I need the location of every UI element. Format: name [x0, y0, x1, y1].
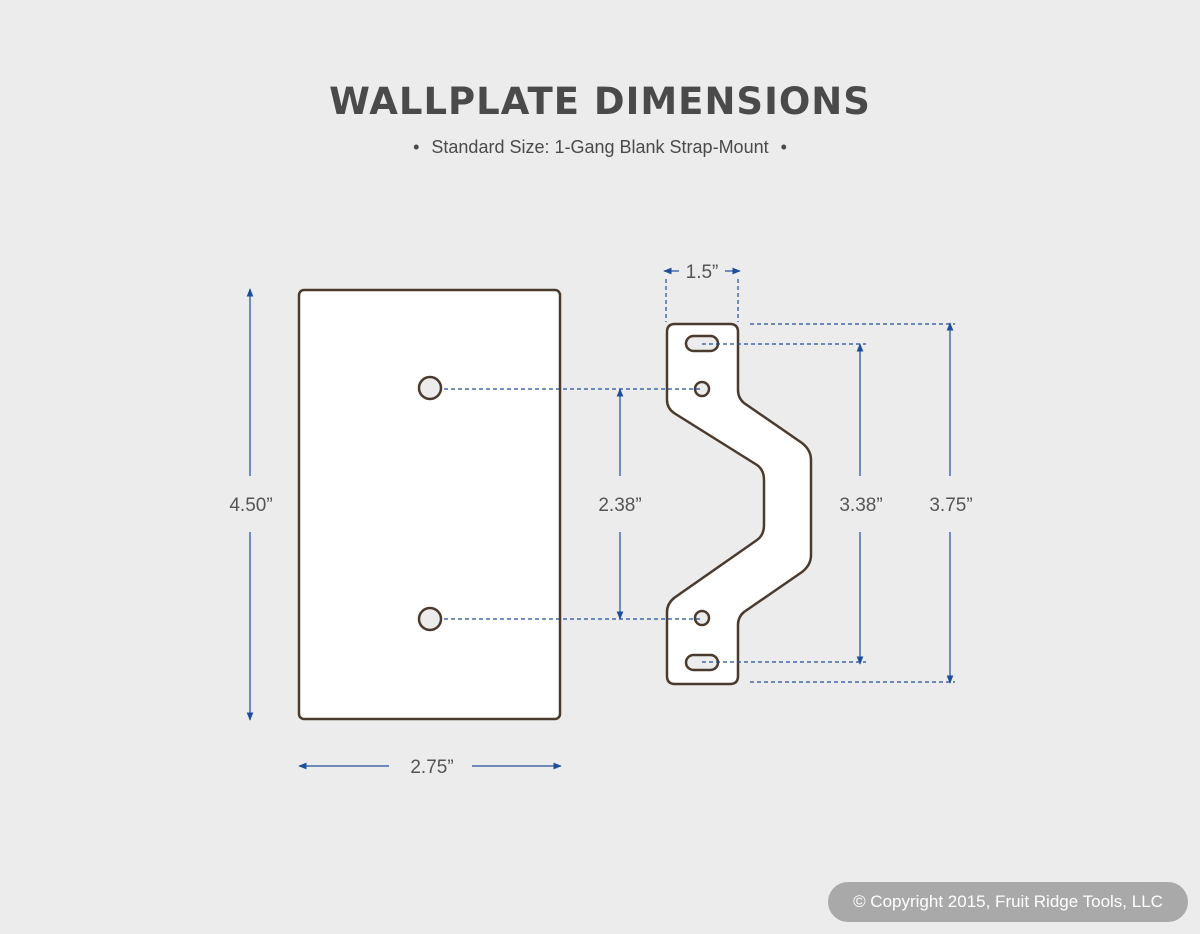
copyright-badge: © Copyright 2015, Fruit Ridge Tools, LLC [828, 882, 1188, 922]
plate-width-label: 2.75” [410, 757, 453, 778]
hole-spacing-label: 2.38” [598, 495, 641, 516]
wallplate-outline [297, 288, 562, 721]
strap-screw-hole-bottom [693, 609, 711, 627]
plate-height-label: 4.50” [229, 495, 272, 516]
page-title: WALLPLATE DIMENSIONS [329, 80, 871, 123]
bullet-left: • [413, 137, 420, 157]
subtitle-text: Standard Size: 1-Gang Blank Strap-Mount [431, 137, 769, 157]
page-subtitle: • Standard Size: 1-Gang Blank Strap-Mount… [0, 137, 1200, 158]
strap-outline [665, 322, 813, 686]
slot-spacing-label: 3.38” [839, 495, 882, 516]
plate-screw-hole-bottom [417, 606, 443, 632]
plate-screw-hole-top [417, 375, 443, 401]
bullet-right: • [780, 137, 787, 157]
strap-screw-hole-top [693, 380, 711, 398]
strap-height-label: 3.75” [929, 495, 972, 516]
strap-width-label: 1.5” [686, 262, 719, 283]
